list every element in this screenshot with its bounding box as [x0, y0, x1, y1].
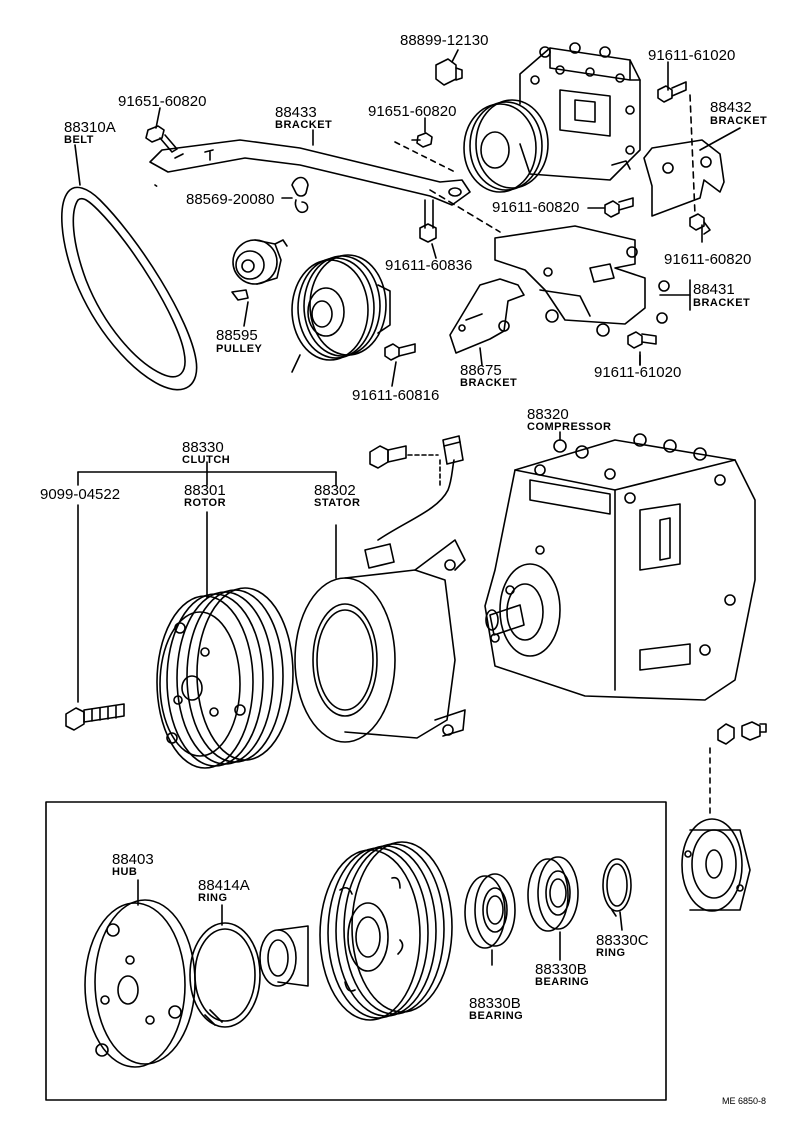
label-88433: 88433 — [275, 104, 317, 121]
bolt-91611-60820-b — [690, 214, 710, 234]
label-88414a-name: RING — [198, 892, 228, 904]
label-88432: 88432 — [710, 99, 752, 116]
stator-88302 — [295, 436, 465, 742]
label-91651-mid: 91651-60820 — [368, 103, 457, 120]
label-88433-name: BRACKET — [275, 119, 333, 131]
label-88320-name: COMPRESSOR — [527, 421, 612, 433]
label-88310a-name: BELT — [64, 134, 94, 146]
diagram-code: ME 6850-8 — [722, 1096, 767, 1106]
bolt-91611-60820-a — [605, 198, 633, 217]
label-88330c-name: RING — [596, 947, 626, 959]
rotor-88301 — [157, 588, 293, 768]
label-88330-name: CLUTCH — [182, 454, 231, 466]
label-88431: 88431 — [693, 281, 735, 298]
label-88330b-b: 88330B — [535, 961, 587, 978]
label-88301-name: ROTOR — [184, 497, 227, 509]
bracket-88675 — [450, 279, 524, 365]
label-88432-name: BRACKET — [710, 115, 768, 127]
belt-88310a — [62, 187, 197, 389]
pulley-88595 — [232, 240, 287, 300]
rotor-box — [320, 842, 452, 1020]
spacer — [260, 926, 308, 986]
ring-88414a — [190, 905, 260, 1027]
clutch-group-lines — [78, 462, 336, 702]
bracket-88432 — [644, 128, 740, 216]
label-88403: 88403 — [112, 851, 154, 868]
label-9099: 9099-04522 — [40, 486, 121, 503]
subassembly-box — [46, 802, 666, 1100]
cover-plate — [682, 819, 750, 911]
label-88310a: 88310A — [64, 119, 116, 136]
compressor-top — [464, 43, 640, 192]
label-88899: 88899-12130 — [400, 32, 489, 49]
compressor-88320 — [485, 434, 755, 700]
label-88320: 88320 — [527, 406, 569, 423]
bolt-91611-60816 — [385, 344, 415, 360]
bolt-stator — [370, 446, 438, 468]
label-88330c: 88330C — [596, 932, 649, 949]
label-88302-name: STATOR — [314, 497, 361, 509]
fitting-88899 — [436, 59, 462, 85]
bearing-88330b-b — [528, 857, 578, 960]
label-91611-60836: 91611-60836 — [385, 257, 473, 274]
label-88330b-a-name: BEARING — [469, 1010, 524, 1022]
label-88403-name: HUB — [112, 866, 138, 878]
bracket-88431 — [495, 226, 690, 336]
bolt-91611-61020-bot — [628, 332, 656, 365]
label-88675-name: BRACKET — [460, 377, 518, 389]
label-91611-60820-a: 91611-60820 — [492, 199, 580, 216]
label-88330b-a: 88330B — [469, 995, 521, 1012]
label-88595: 88595 — [216, 327, 258, 344]
label-88414a: 88414A — [198, 877, 250, 894]
clip-88569 — [292, 178, 308, 213]
label-88330b-b-name: BEARING — [535, 976, 590, 988]
ring-88330c — [603, 859, 631, 930]
label-91611-60820-b: 91611-60820 — [664, 251, 752, 268]
label-88330: 88330 — [182, 439, 224, 456]
label-88431-name: BRACKET — [693, 297, 751, 309]
label-88301: 88301 — [184, 482, 226, 499]
label-91611-61020-bot: 91611-61020 — [594, 364, 682, 381]
label-88302: 88302 — [314, 482, 356, 499]
hub-88403 — [85, 880, 195, 1067]
crank-pulley-refer — [292, 255, 390, 372]
bolt-9099-04522 — [66, 704, 124, 730]
bolt-91611-60836 — [420, 190, 500, 242]
bearing-88330b-a — [465, 874, 515, 965]
bolts-right — [710, 722, 766, 818]
label-91651-left: 91651-60820 — [118, 93, 207, 110]
label-91611-60816: 91611-60816 — [352, 387, 440, 404]
bracket-88433 — [150, 140, 470, 205]
label-91611-61020-top: 91611-61020 — [648, 47, 736, 64]
label-88569: 88569-20080 — [186, 191, 275, 208]
bolt-91611-61020-top — [658, 82, 695, 215]
label-88595-name: PULLEY — [216, 343, 263, 355]
leader-lines — [75, 50, 702, 440]
label-88675: 88675 — [460, 362, 502, 379]
bolt-91651-mid — [395, 133, 455, 172]
